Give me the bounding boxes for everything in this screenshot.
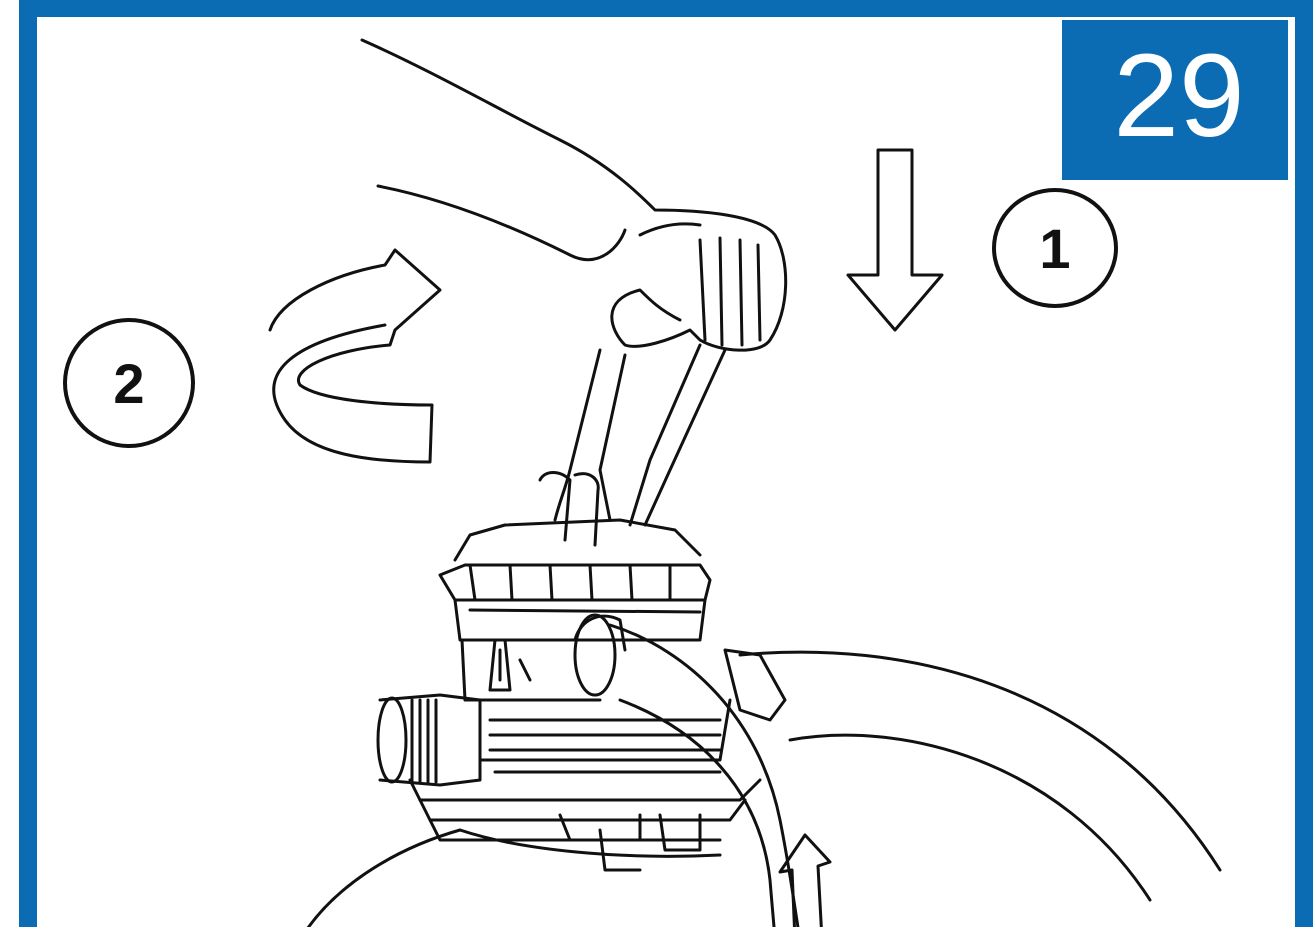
down-arrow-icon [848, 150, 942, 330]
step-number: 29 [1113, 37, 1244, 155]
rotate-arrow-icon [270, 250, 440, 462]
step-number-badge: 29 [1062, 20, 1288, 180]
callout-1: 1 [992, 188, 1118, 308]
up-arrow-icon [780, 835, 830, 927]
callout-2: 2 [63, 318, 195, 448]
